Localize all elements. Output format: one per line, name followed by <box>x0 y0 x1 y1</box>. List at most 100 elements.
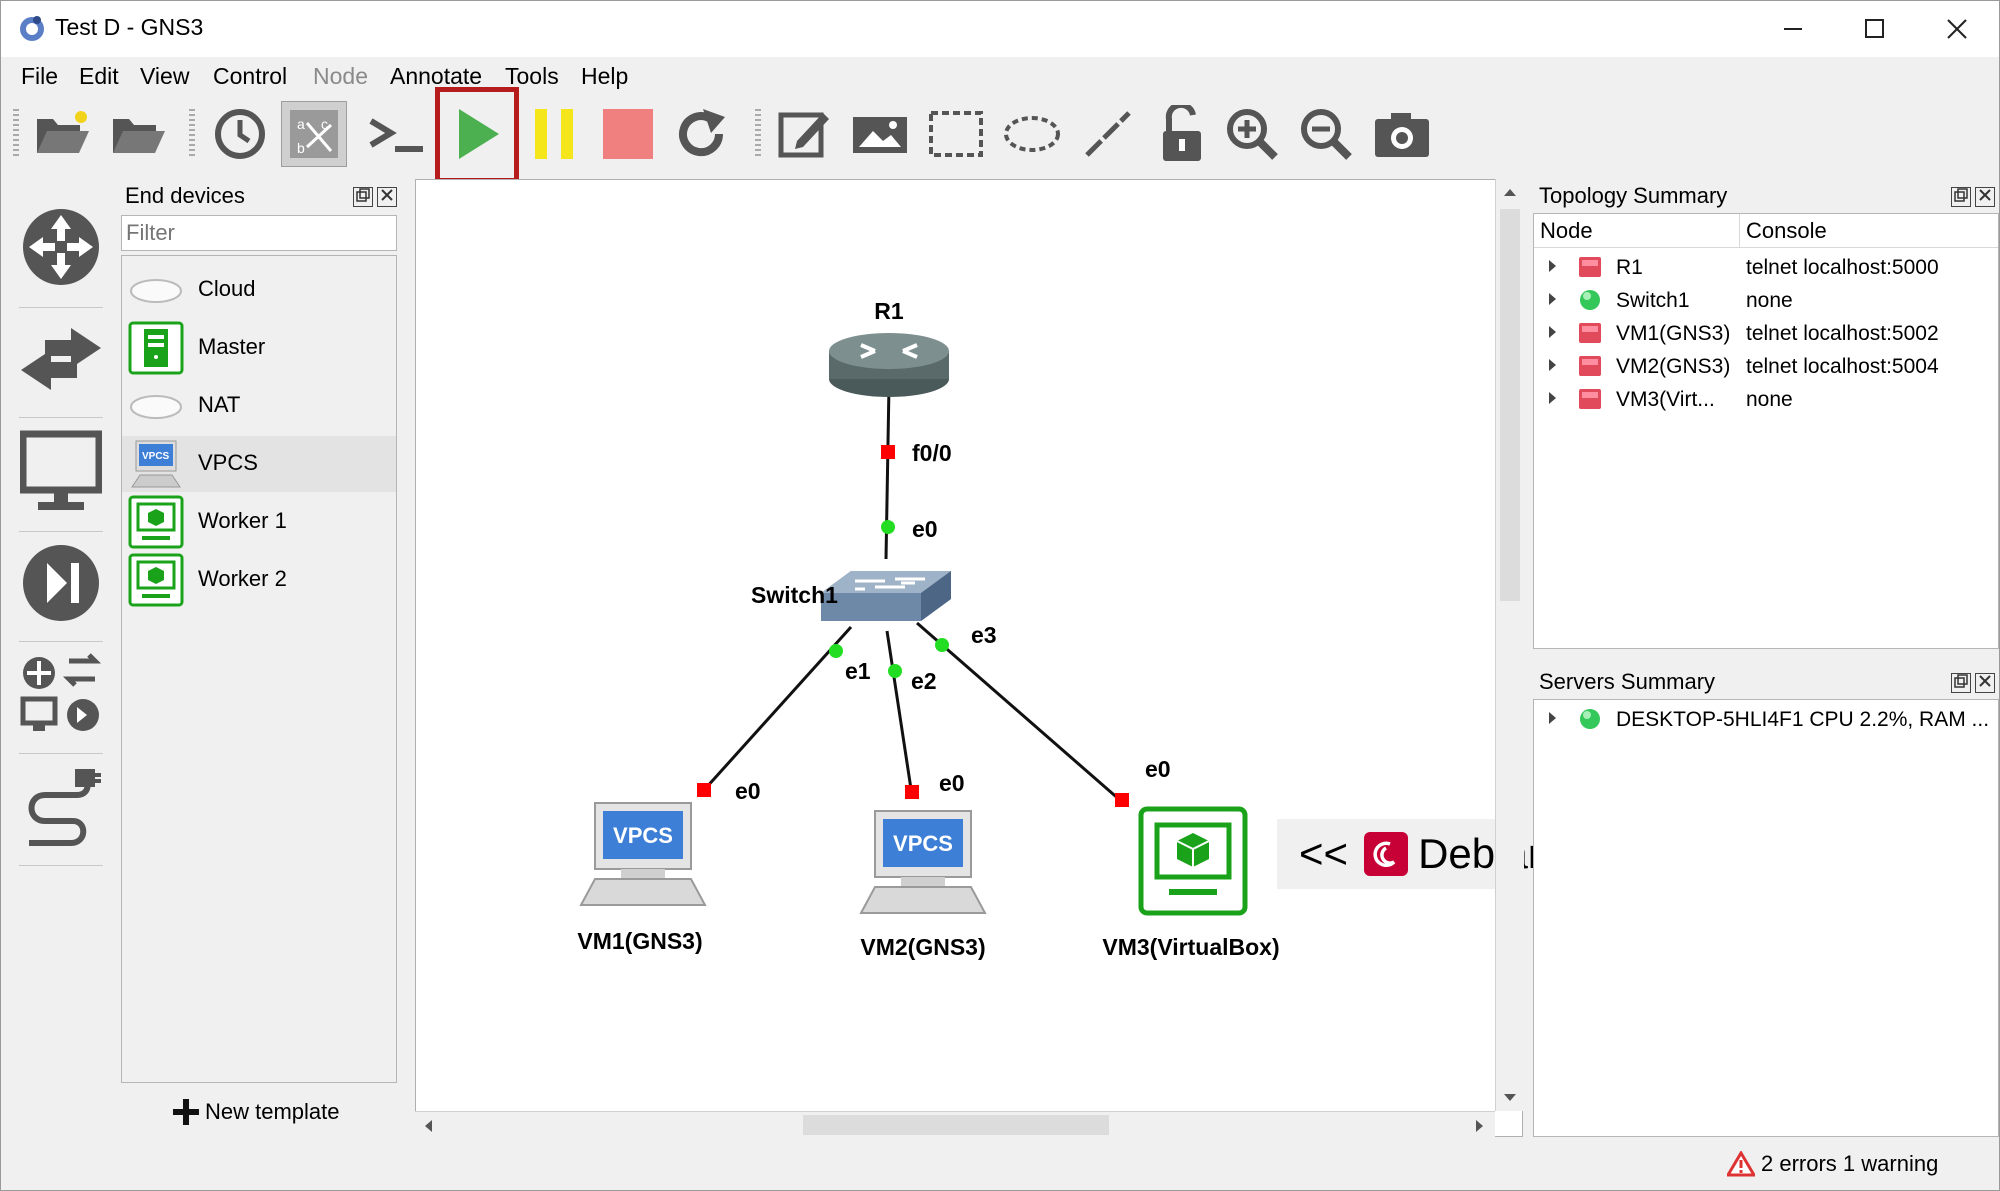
new-template-button[interactable]: New template <box>171 1097 340 1127</box>
draw-rectangle-button[interactable] <box>923 101 989 167</box>
zoom-out-button[interactable] <box>1293 101 1359 167</box>
node-switch1[interactable] <box>821 571 951 621</box>
add-link-button[interactable] <box>19 765 103 849</box>
summary-row-vm3[interactable]: VM3(Virt... none <box>1534 384 1998 417</box>
vertical-scroll-thumb[interactable] <box>1500 209 1520 601</box>
topology-canvas[interactable] <box>415 179 1523 1137</box>
close-icon <box>1979 675 1991 687</box>
draw-line-button[interactable] <box>1075 101 1141 167</box>
new-template-label: New template <box>205 1099 340 1124</box>
expand-arrow-icon[interactable] <box>1548 325 1558 339</box>
port-status-vm1 <box>697 783 711 797</box>
summary-row-vm1[interactable]: VM1(GNS3) telnet localhost:5002 <box>1534 318 1998 351</box>
draw-ellipse-button[interactable] <box>999 101 1065 167</box>
close-panel-button[interactable] <box>377 187 397 207</box>
scroll-left-icon[interactable] <box>423 1119 433 1133</box>
stop-all-button[interactable] <box>595 101 661 167</box>
insert-picture-button[interactable] <box>847 101 913 167</box>
float-panel-button[interactable] <box>353 187 373 207</box>
add-note-button[interactable] <box>771 101 837 167</box>
device-nat[interactable]: NAT <box>122 378 396 434</box>
suspend-all-button[interactable] <box>521 101 587 167</box>
float-panel-button[interactable] <box>1951 187 1971 207</box>
device-worker-2[interactable]: Worker 2 <box>122 552 396 608</box>
expand-arrow-icon[interactable] <box>1548 292 1558 306</box>
browse-end-devices-button[interactable] <box>19 429 103 513</box>
float-icon <box>1954 188 1968 202</box>
snapshot-button[interactable] <box>207 101 273 167</box>
screenshot-icon <box>1375 113 1429 157</box>
port-label: e0 <box>1145 756 1171 782</box>
summary-row-vm2[interactable]: VM2(GNS3) telnet localhost:5004 <box>1534 351 1998 384</box>
device-vpcs[interactable]: VPCS VPCS <box>122 436 396 492</box>
zoom-in-button[interactable] <box>1219 101 1285 167</box>
scroll-down-icon[interactable] <box>1503 1093 1517 1103</box>
column-header-console[interactable]: Console <box>1740 214 1998 248</box>
debian-logo-icon <box>1364 832 1409 876</box>
minimize-button[interactable] <box>1763 9 1823 49</box>
node-vm1[interactable] <box>579 802 707 906</box>
browse-all-devices-button[interactable] <box>19 653 103 737</box>
close-panel-button[interactable] <box>1975 187 1995 207</box>
scroll-right-icon[interactable] <box>1475 1119 1485 1133</box>
maximize-button[interactable] <box>1845 9 1905 49</box>
scroll-up-icon[interactable] <box>1503 187 1517 197</box>
expand-arrow-icon[interactable] <box>1548 259 1558 273</box>
expand-arrow-icon[interactable] <box>1548 391 1558 405</box>
summary-console: none <box>1746 388 1793 411</box>
menu-file[interactable]: File <box>21 63 59 89</box>
expand-arrow-icon[interactable] <box>1548 358 1558 372</box>
menu-edit[interactable]: Edit <box>79 63 119 89</box>
menu-help[interactable]: Help <box>581 63 629 89</box>
all-devices-category-icon <box>20 653 102 731</box>
summary-node-name: VM2(GNS3) <box>1616 355 1731 378</box>
device-cloud[interactable]: Cloud <box>122 262 396 318</box>
server-row[interactable]: DESKTOP-5HLI4F1 CPU 2.2%, RAM ... <box>1534 704 1998 737</box>
horizontal-scroll-thumb[interactable] <box>803 1115 1109 1135</box>
toolbar-grip <box>189 109 195 159</box>
menu-annotate[interactable]: Annotate <box>390 63 483 89</box>
close-panel-button[interactable] <box>1975 673 1995 693</box>
port-label: e2 <box>911 668 937 694</box>
browse-security-devices-button[interactable] <box>19 541 103 625</box>
summary-row-switch1[interactable]: Switch1 none <box>1534 285 1998 318</box>
link-switch1-vm3[interactable] <box>916 621 1122 803</box>
device-master[interactable]: Master <box>122 320 396 376</box>
console-all-button[interactable] <box>363 101 429 167</box>
menu-tools[interactable]: Tools <box>505 63 559 89</box>
error-warning-indicator[interactable]: 2 errors 1 warning <box>1727 1151 1938 1177</box>
node-vm2[interactable] <box>859 810 987 914</box>
close-button[interactable] <box>1927 9 1987 49</box>
column-header-node[interactable]: Node <box>1534 214 1740 248</box>
filter-input[interactable] <box>121 215 397 251</box>
new-project-button[interactable] <box>29 101 95 167</box>
lock-button[interactable] <box>1149 101 1215 167</box>
start-all-button[interactable] <box>445 101 511 167</box>
link-switch1-vm2[interactable] <box>885 630 913 790</box>
zoom-out-icon <box>1301 109 1352 160</box>
screenshot-button[interactable] <box>1369 101 1435 167</box>
float-panel-button[interactable] <box>1951 673 1971 693</box>
canvas-vertical-scrollbar[interactable] <box>1495 179 1524 1111</box>
menu-node[interactable]: Node <box>313 63 368 89</box>
summary-row-r1[interactable]: R1 telnet localhost:5000 <box>1534 252 1998 285</box>
warning-icon <box>1727 1151 1755 1177</box>
node-r1[interactable] <box>829 333 949 397</box>
open-project-button[interactable] <box>105 101 171 167</box>
menu-control[interactable]: Control <box>213 63 288 89</box>
reload-all-button[interactable] <box>669 101 735 167</box>
browse-switches-button[interactable] <box>19 317 103 401</box>
gns3-app-icon <box>20 16 44 41</box>
browse-routers-button[interactable] <box>19 205 103 289</box>
close-icon <box>1979 189 1991 201</box>
port-label: e0 <box>912 516 938 542</box>
node-vm3[interactable] <box>1138 806 1248 916</box>
expand-arrow-icon[interactable] <box>1548 711 1558 725</box>
device-label: Worker 1 <box>198 508 287 533</box>
link-switch1-vm1[interactable] <box>703 625 853 791</box>
canvas-horizontal-scrollbar[interactable] <box>415 1111 1495 1138</box>
device-worker-1[interactable]: Worker 1 <box>122 494 396 550</box>
menu-view[interactable]: View <box>140 63 190 89</box>
toolbar-grip <box>13 109 19 159</box>
